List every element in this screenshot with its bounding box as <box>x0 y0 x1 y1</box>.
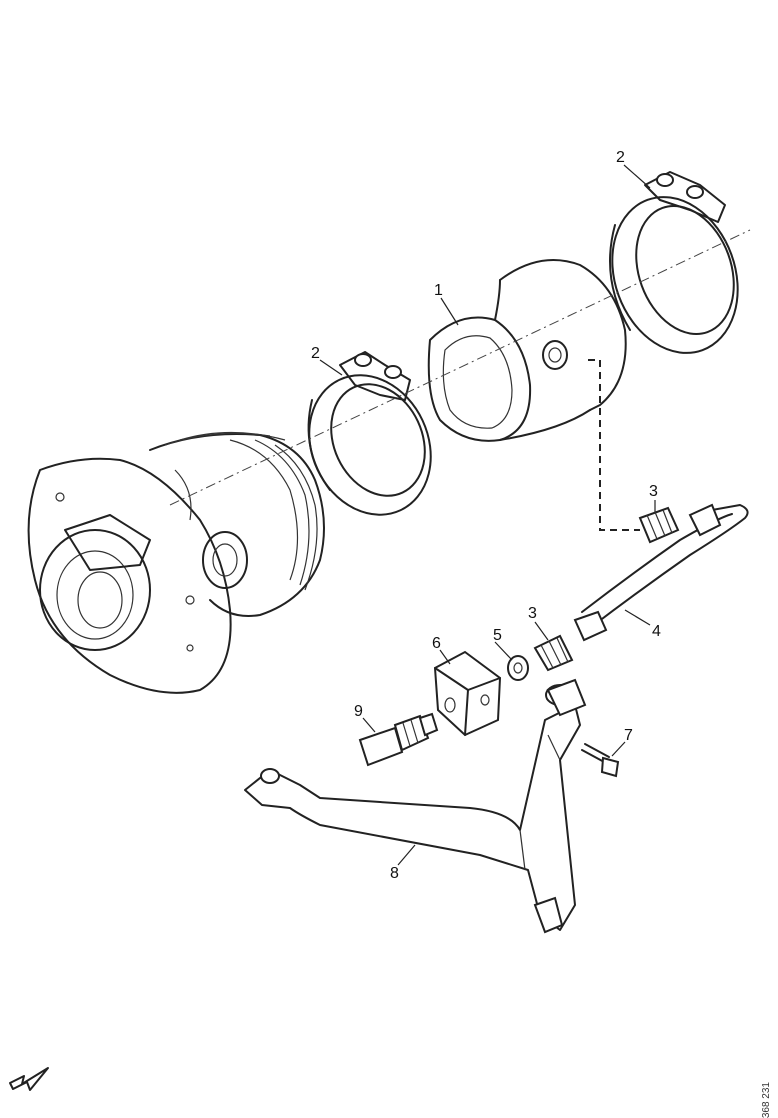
fitting-lower <box>533 634 574 672</box>
v-band-clamp-lower <box>307 351 432 516</box>
sensor-block <box>433 650 502 737</box>
leader-lines <box>319 164 656 866</box>
callout-8: 8 <box>390 865 399 882</box>
callout-3-upper: 3 <box>649 483 658 500</box>
adapter-pipe <box>427 259 627 442</box>
washer <box>507 655 529 681</box>
callout-2-upper: 2 <box>616 149 625 166</box>
hose-line <box>573 503 749 642</box>
center-axis <box>169 229 751 506</box>
v-band-clamp-upper <box>609 171 739 354</box>
bolt <box>581 743 620 778</box>
callout-7: 7 <box>624 727 633 744</box>
turbocharger-housing <box>27 431 325 694</box>
callout-2-lower: 2 <box>311 345 320 362</box>
connection-dash-line <box>588 359 640 531</box>
callout-4: 4 <box>652 623 661 640</box>
mounting-bracket <box>244 678 587 934</box>
callout-5: 5 <box>493 627 502 644</box>
callout-6: 6 <box>432 635 441 652</box>
arrow-down-left-icon <box>9 1067 49 1091</box>
callout-9: 9 <box>354 703 363 720</box>
document-reference-number: 368 231 <box>761 1082 772 1118</box>
callout-1: 1 <box>434 282 443 299</box>
callout-3-lower: 3 <box>528 605 537 622</box>
fitting-upper <box>638 506 680 544</box>
pressure-sensor <box>358 712 439 767</box>
